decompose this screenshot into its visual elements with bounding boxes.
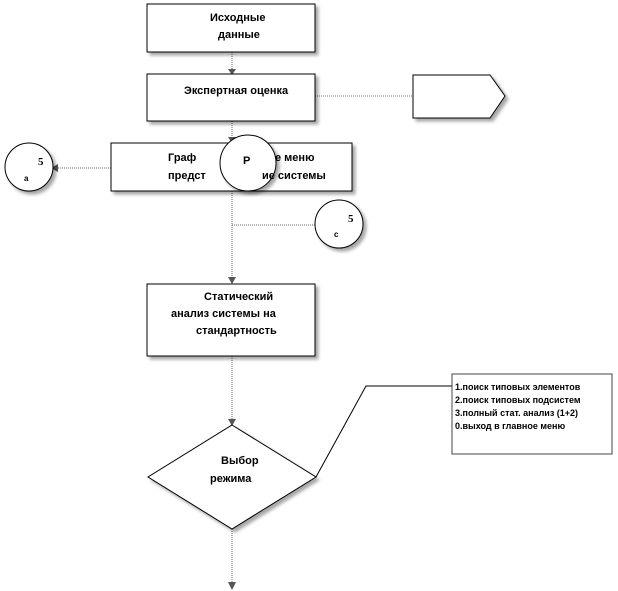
connector-right-mark: с: [334, 230, 339, 239]
annotation-leader-line: [315, 385, 452, 478]
display-shape: [412, 74, 506, 119]
mode-options-list: 1.поиск типовых элементов 2.поиск типовы…: [455, 381, 581, 433]
connector-left-circle: [4, 142, 54, 192]
box-source-data: [146, 3, 316, 53]
arrow-head-1: [228, 69, 236, 75]
graphic-menu-label-2a: предст: [168, 170, 206, 182]
connector-right-circle: [314, 199, 364, 249]
arrow-head-5: [228, 582, 236, 590]
expert-eval-label: Экспертная оценка: [184, 85, 289, 97]
arrow-head-4: [228, 419, 236, 426]
mode-option: 1.поиск типовых элементов: [455, 382, 581, 392]
arrow-head-3: [228, 277, 236, 284]
static-analysis-label-1: Статический: [204, 291, 274, 303]
mode-option: 0.выход в главное меню: [455, 421, 566, 431]
decision-diamond: [147, 424, 317, 530]
box-static-analysis: [146, 283, 316, 357]
box-expert-eval: [146, 73, 316, 122]
graphic-menu-label-2b: ие системы: [262, 170, 326, 182]
source-data-label-2: данные: [218, 29, 260, 41]
mode-option: 2.поиск типовых подсистем: [455, 395, 581, 405]
source-data-label-1: Исходные: [210, 12, 266, 24]
mode-select-label-2: режима: [210, 473, 252, 485]
static-analysis-label-3: стандартность: [196, 325, 277, 337]
annotation-box: [451, 373, 613, 455]
connector-right-number: 5: [348, 213, 354, 225]
connector-left-mark: а: [24, 174, 29, 183]
mode-option: 3.полный стат. анализ (1+2): [455, 408, 579, 418]
static-analysis-label-2: анализ системы на: [171, 308, 276, 320]
connector-left-number: 5: [38, 156, 44, 168]
overlay-circle: [219, 134, 277, 192]
arrow-head-left: [51, 164, 58, 172]
graphic-menu-label-1b: е меню: [275, 152, 315, 164]
mode-select-label-1: Выбор: [221, 455, 259, 467]
overlay-circle-glyph: Р: [243, 155, 251, 167]
graphic-menu-label-1a: Граф: [168, 152, 197, 164]
